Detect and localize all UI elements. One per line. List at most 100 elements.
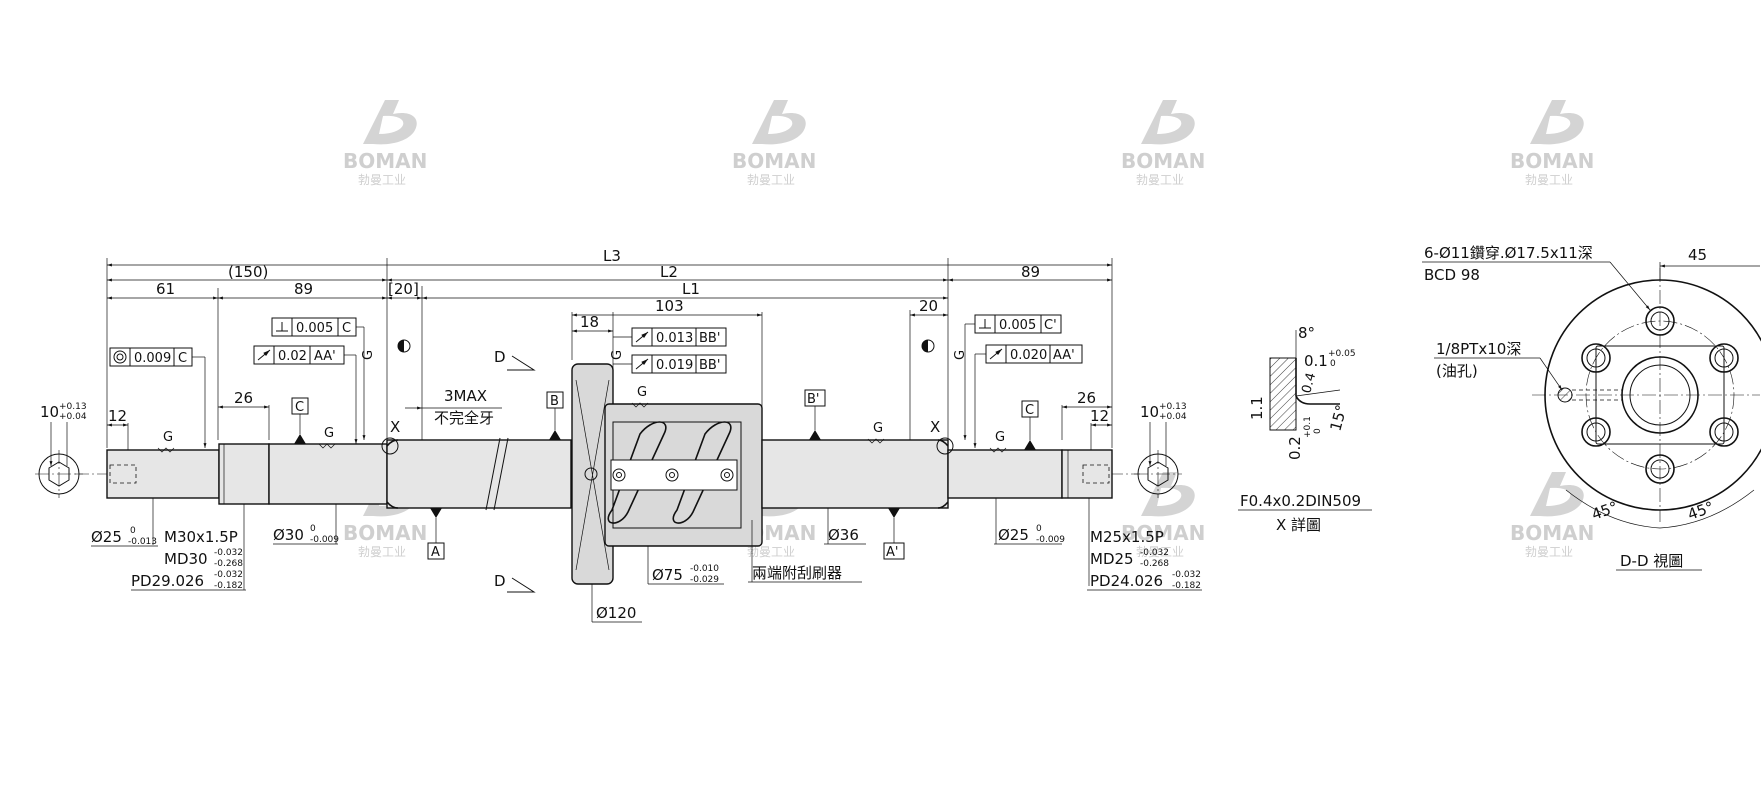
dim-l3: L3 (603, 247, 621, 265)
x-detail-dim-02-tol-top: +0.1 (1303, 416, 1313, 438)
datum-b-prime: B' (807, 392, 820, 407)
watermark-logo-3 (1141, 100, 1195, 145)
dim-d25a-tol-bot: -0.013 (128, 537, 157, 547)
grind-mark-1: G (163, 430, 173, 445)
dim-18: 18 (580, 313, 599, 331)
section-marker-d-top: D (494, 348, 506, 366)
dim-md30-tol-top: -0.032 (214, 548, 243, 558)
grind-mark-2: G (324, 426, 334, 441)
detail-marker-x-right: X (930, 418, 940, 436)
watermark-sub-1: 勃曼工业 (358, 173, 406, 187)
return-plate (610, 459, 738, 491)
watermark-brand-8: BOMAN (1510, 521, 1594, 545)
left-end-view: 10 +0.13 +0.04 (35, 402, 87, 498)
watermark-sub-5: 勃曼工业 (358, 545, 406, 559)
dim-l2: L2 (660, 263, 678, 281)
dim-d75-tol-bot: -0.029 (690, 575, 719, 585)
right-end-tol-bot: +0.04 (1159, 412, 1187, 422)
gdt-frames: 0.009 C 0.005 C 0.02 AA' 0.013 BB' 0.019… (109, 314, 1083, 448)
watermark-sub-2: 勃曼工业 (747, 173, 795, 187)
gdt-runout-bb2-ref: BB' (699, 358, 720, 373)
dim-d30-tol-top: 0 (310, 524, 316, 534)
grind-mark-3: G (637, 385, 647, 400)
gdt-perpendicularity-value: 0.005 (296, 321, 333, 336)
dim-150: (150) (228, 263, 268, 281)
gdt-concentricity-ref: C (178, 351, 187, 366)
right-end-view: 10 +0.13 +0.04 (1134, 402, 1187, 498)
datum-a: A (431, 545, 440, 560)
datum-a-prime: A' (886, 545, 898, 560)
dim-d25b: Ø25 (998, 526, 1029, 544)
section-marker-d-bottom: D (494, 572, 506, 590)
dd-section-view: 6-Ø11鑽穿.Ø17.5x11深 BCD 98 45 1/8PTx10深 (油… (1422, 244, 1761, 571)
dd-oil-note: (油孔) (1436, 362, 1478, 380)
watermark-brand-3: BOMAN (1121, 149, 1205, 173)
grind-mark-6: G (361, 350, 376, 360)
dim-d25a: Ø25 (91, 528, 122, 546)
gdt-runout-bb1-value: 0.013 (656, 331, 693, 346)
x-detail-view: 8° 0.1 +0.05 0 0.4 15° 1.1 0.2 +0.1 0 F0… (1238, 324, 1372, 534)
watermark-logo-4 (1530, 100, 1584, 145)
dim-d36: Ø36 (828, 526, 859, 544)
dim-26b: 26 (1077, 389, 1096, 407)
dim-m30: M30x1.5P (164, 528, 238, 546)
watermark-sub-7: 勃曼工业 (1136, 545, 1184, 559)
watermark-sub-8: 勃曼工业 (1525, 545, 1573, 559)
dd-title: D-D 視圖 (1620, 552, 1683, 570)
left-thread-section (218, 443, 270, 505)
dim-d30: Ø30 (273, 526, 304, 544)
gdt-runout-bb1-ref: BB' (699, 331, 720, 346)
left-end-journal (106, 449, 220, 499)
right-thread-section (1061, 449, 1113, 499)
datum-c-right: C (1025, 403, 1034, 418)
gdt-runout-value: 0.02 (278, 349, 307, 364)
dim-md30: MD30 (164, 550, 208, 568)
x-detail-title: X 詳圖 (1276, 516, 1321, 534)
screw-body-right (761, 439, 949, 509)
x-detail-dim-01: 0.1 (1304, 352, 1328, 370)
x-detail-spec: F0.4x0.2DIN509 (1240, 492, 1361, 510)
dim-md25-tol-bot: -0.268 (1140, 559, 1169, 569)
watermark-sub-4: 勃曼工业 (1525, 173, 1573, 187)
nut-bore (1621, 356, 1699, 434)
dim-d120: Ø120 (596, 604, 636, 622)
dim-d25b-tol-top: 0 (1036, 524, 1042, 534)
x-detail-angle-8: 8° (1298, 324, 1315, 342)
gdt-perpendicularity-right-ref: C' (1044, 318, 1057, 333)
dd-bcd: BCD 98 (1424, 266, 1480, 284)
dim-3max: 3MAX (444, 387, 487, 405)
dim-pd24-tol-bot: -0.182 (1172, 581, 1201, 591)
dim-l1: L1 (682, 280, 700, 298)
dim-89a: 89 (294, 280, 313, 298)
dim-d75-tol-top: -0.010 (690, 564, 719, 574)
watermark-brand-5: BOMAN (343, 521, 427, 545)
x-detail-dim-01-tol-bot: 0 (1330, 359, 1336, 369)
dim-d75: Ø75 (652, 566, 683, 584)
dim-89b: 89 (1021, 263, 1040, 281)
screw-shaft: X X (75, 363, 1140, 585)
dim-12a: 12 (108, 407, 127, 425)
x-detail-dim-01-tol-top: +0.05 (1328, 349, 1356, 359)
datum-b: B (550, 394, 559, 409)
watermark-brand-7: BOMAN (1121, 521, 1205, 545)
dim-pd29: PD29.026 (131, 572, 204, 590)
grind-mark-4: G (873, 421, 883, 436)
dd-oil-spec: 1/8PTx10深 (1436, 340, 1521, 358)
dim-m25: M25x1.5P (1090, 528, 1164, 546)
watermark-brand-4: BOMAN (1510, 149, 1594, 173)
dim-d30-tol-bot: -0.009 (310, 535, 339, 545)
dim-md25-tol-top: -0.032 (1140, 548, 1169, 558)
wiper-note: 兩端附刮刷器 (752, 564, 842, 582)
gdt-runout-bb2-value: 0.019 (656, 358, 693, 373)
dim-d25b-tol-bot: -0.009 (1036, 535, 1065, 545)
x-detail-dim-04: 0.4 (1299, 371, 1319, 395)
dd-holes-spec: 6-Ø11鑽穿.Ø17.5x11深 (1424, 244, 1593, 262)
x-detail-dim-02: 0.2 (1286, 436, 1304, 460)
right-end-dim-10: 10 (1140, 403, 1159, 421)
dim-pd29-tol-top: -0.032 (214, 570, 243, 580)
watermark-sub-6: 勃曼工业 (747, 545, 795, 559)
gdt-perpendicularity-ref: C (342, 321, 351, 336)
watermark-brand-2: BOMAN (732, 149, 816, 173)
detail-marker-x-left: X (390, 418, 400, 436)
watermark-logo-8 (1530, 472, 1584, 517)
